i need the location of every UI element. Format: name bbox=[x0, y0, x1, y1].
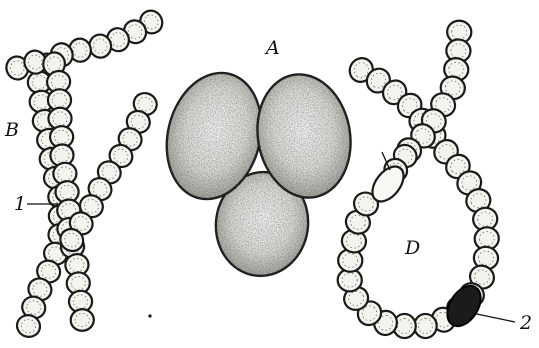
filament-d bbox=[338, 20, 501, 338]
label-a: A bbox=[264, 37, 280, 59]
filament-cell bbox=[414, 314, 437, 338]
filament-b bbox=[3, 7, 166, 340]
label-2: 2 bbox=[519, 312, 532, 334]
label-b: B bbox=[4, 119, 19, 141]
dot-mark bbox=[148, 314, 151, 317]
label-d: D bbox=[404, 237, 420, 259]
label-1: 1 bbox=[14, 193, 26, 215]
cell-cluster-a bbox=[154, 63, 360, 282]
leader-line-2 bbox=[472, 313, 515, 322]
filament-cell bbox=[70, 308, 94, 331]
